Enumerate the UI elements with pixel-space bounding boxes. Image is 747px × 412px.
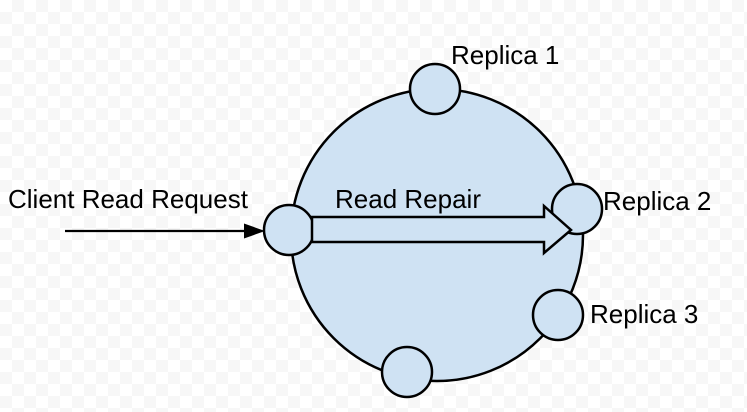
replica-1-label: Replica 1 (451, 40, 560, 70)
node-replica-3 (531, 288, 585, 342)
replica-2-label: Replica 2 (603, 186, 712, 216)
client-read-arrow-head (244, 223, 265, 239)
node-coordinator (262, 203, 316, 257)
client-read-request-label: Client Read Request (8, 184, 248, 214)
read-repair-arrow (310, 203, 573, 256)
read-repair-label: Read Repair (335, 184, 481, 214)
node-replica-2 (550, 182, 604, 236)
replica-3-label: Replica 3 (590, 299, 699, 329)
node-replica-1 (408, 62, 462, 116)
node-bottom (380, 345, 434, 399)
